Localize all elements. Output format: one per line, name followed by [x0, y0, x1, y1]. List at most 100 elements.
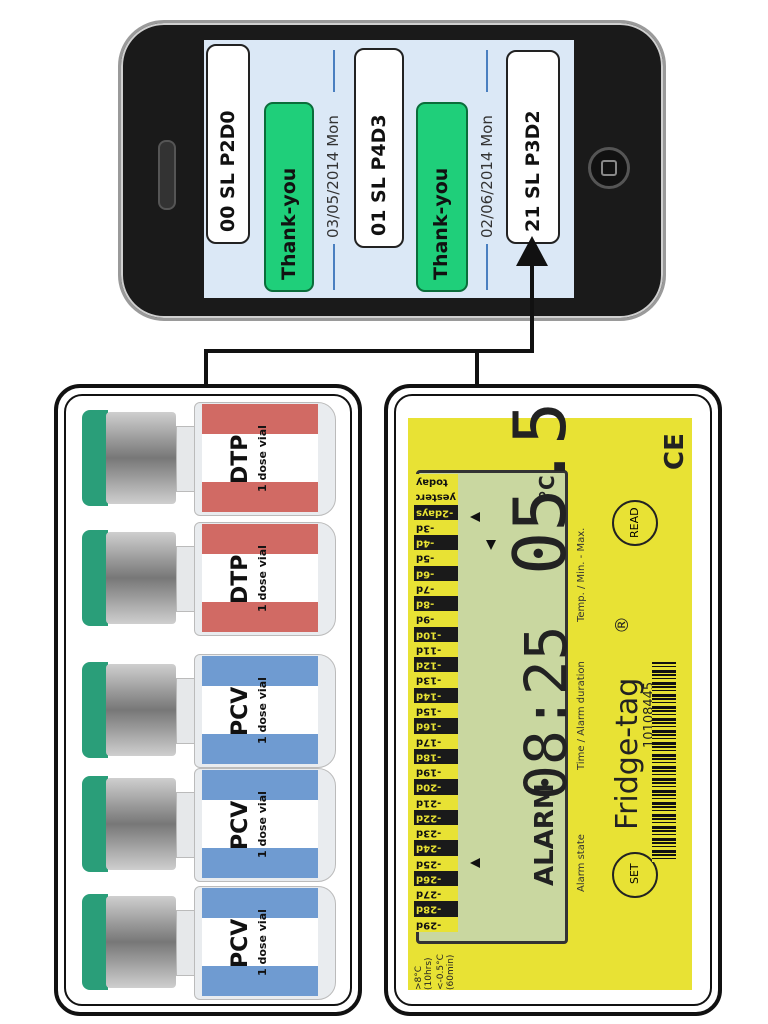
- scale-day-text: -23d: [416, 827, 442, 839]
- sms-reply-text: Thank-you: [430, 167, 452, 280]
- triangle-marker-icon: [470, 858, 480, 868]
- scale-day-label: -29d: [414, 916, 458, 932]
- vaccine-vial: PCV 1 dose vial: [82, 884, 336, 1000]
- vial-label: [202, 888, 318, 996]
- vial-label: [202, 524, 318, 632]
- scale-day-label: -14d: [414, 687, 458, 703]
- scale-day-label: -9d: [414, 611, 458, 627]
- scale-day-text: -6d: [416, 567, 435, 579]
- connector-vials: [204, 349, 208, 389]
- threshold-low: <-0.5°C: [436, 954, 446, 990]
- date-divider-line: [486, 244, 488, 290]
- scale-day-text: -15d: [416, 705, 442, 717]
- scale-day-text: -28d: [416, 903, 442, 915]
- scale-day-label: -8d: [414, 596, 458, 612]
- scale-day-label: -16d: [414, 718, 458, 734]
- triangle-marker-icon: [486, 540, 496, 550]
- scale-day-label: -21d: [414, 794, 458, 810]
- vial-name: PCV: [228, 800, 253, 850]
- scale-day-text: -18d: [416, 751, 442, 763]
- scale-day-label: -7d: [414, 580, 458, 597]
- vial-label: [202, 404, 318, 512]
- date-stamp: 02/06/2014 Mon: [478, 115, 496, 238]
- scale-day-label: -15d: [414, 703, 458, 719]
- temperature-unit: °C: [535, 475, 559, 500]
- vial-description: 1 dose vial: [256, 791, 269, 858]
- scale-day-text: -2days: [416, 506, 454, 518]
- scale-day-text: -12d: [416, 659, 442, 671]
- date-divider-line: [486, 50, 488, 92]
- vial-name: PCV: [228, 918, 253, 968]
- vial-name: DTP: [228, 434, 253, 484]
- scale-day-text: -20d: [416, 781, 442, 793]
- phone-speaker: [158, 140, 176, 210]
- scale-day-label: -22d: [414, 809, 458, 826]
- vial-description: 1 dose vial: [256, 425, 269, 492]
- connector-phone: [530, 262, 534, 353]
- scale-day-text: -13d: [416, 674, 442, 686]
- vial-name: PCV: [228, 686, 253, 736]
- scale-day-label: -5d: [414, 550, 458, 566]
- vial-name: DTP: [228, 554, 253, 604]
- connector-fridge-tag: [475, 349, 479, 389]
- sms-message-text: 01 SL P4D3: [368, 114, 390, 236]
- date-stamp: 03/05/2014 Mon: [324, 115, 342, 238]
- scale-day-label: -24d: [414, 840, 458, 856]
- set-button-label: SET: [628, 863, 641, 884]
- scale-day-label: -27d: [414, 886, 458, 902]
- scale-day-text: -29d: [416, 918, 442, 930]
- scale-day-label: -28d: [414, 901, 458, 917]
- sms-message-1: 00 SL P2D0: [206, 44, 250, 244]
- scale-day-text: -21d: [416, 796, 442, 808]
- scale-day-label: -20d: [414, 779, 458, 795]
- scale-day-text: -24d: [416, 842, 442, 854]
- label-time-alarm-duration: Time / Alarm duration: [576, 661, 587, 770]
- scale-day-label: -4d: [414, 535, 458, 551]
- scale-day-text: -25d: [416, 857, 442, 869]
- scale-day-label: -6d: [414, 565, 458, 581]
- sms-reply-2: Thank-you: [416, 102, 468, 292]
- threshold-high-duration: (10hrs): [424, 957, 434, 990]
- sms-reply-1: Thank-you: [264, 102, 314, 292]
- vial-description: 1 dose vial: [256, 677, 269, 744]
- scale-day-label: -23d: [414, 825, 458, 841]
- scale-day-text: -3d: [416, 522, 435, 534]
- scale-day-text: -19d: [416, 766, 442, 778]
- scale-day-text: today: [416, 476, 448, 488]
- connector-horizontal: [204, 349, 534, 353]
- scale-day-label: -18d: [414, 748, 458, 765]
- scale-day-label: -25d: [414, 855, 458, 871]
- sms-message-3: 21 SL P3D2: [506, 50, 560, 244]
- arrow-up-icon: [516, 236, 548, 266]
- threshold-low-duration: (60min): [446, 954, 456, 990]
- scale-day-label: -12d: [414, 657, 458, 673]
- vaccine-vial: DTP 1 dose vial: [82, 520, 336, 636]
- scale-day-text: -10d: [416, 628, 442, 640]
- sms-reply-text: Thank-you: [278, 167, 300, 280]
- scale-day-text: -4d: [416, 537, 435, 549]
- home-button[interactable]: [588, 147, 630, 189]
- vaccine-vial: DTP 1 dose vial: [82, 400, 336, 516]
- read-button-label: READ: [628, 507, 641, 538]
- scale-day-text: -5d: [416, 552, 435, 564]
- read-button[interactable]: READ: [612, 500, 658, 546]
- scale-day-label: -10d: [414, 626, 458, 642]
- scale-day-text: -26d: [416, 873, 442, 885]
- vaccine-vial: PCV 1 dose vial: [82, 652, 336, 768]
- vial-label: [202, 770, 318, 878]
- scale-day-label: -19d: [414, 764, 458, 780]
- vial-description: 1 dose vial: [256, 545, 269, 612]
- sms-message-text: 00 SL P2D0: [217, 110, 239, 232]
- vial-label: [202, 656, 318, 764]
- set-button[interactable]: SET: [612, 852, 658, 898]
- scale-day-label: yesterd: [414, 489, 458, 505]
- scale-day-text: -17d: [416, 735, 442, 747]
- scale-day-label: -17d: [414, 733, 458, 749]
- scale-day-text: -11d: [416, 644, 442, 656]
- date-divider-line: [333, 244, 335, 290]
- time-readout: 08:25: [512, 625, 580, 800]
- sms-message-text: 21 SL P3D2: [522, 110, 544, 232]
- scale-day-text: -14d: [416, 689, 442, 701]
- threshold-high: >8°C: [414, 965, 424, 990]
